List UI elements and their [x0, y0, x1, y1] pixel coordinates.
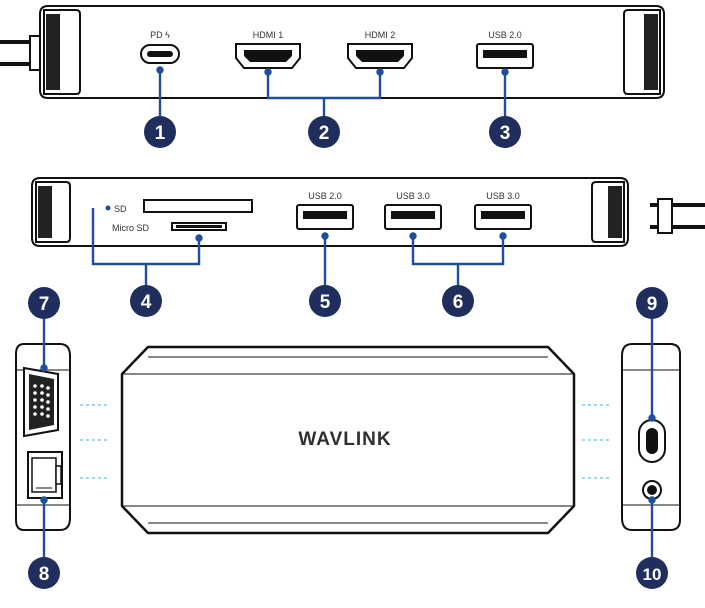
right-side-panel: [621, 318, 681, 558]
callout-10: 10: [636, 557, 668, 589]
right-leader-lines: [648, 318, 656, 558]
sd-card-slot[interactable]: [143, 199, 253, 213]
left-leader-lines: [40, 318, 48, 558]
callout-8: 8: [28, 557, 60, 589]
svg-text:1: 1: [155, 123, 166, 144]
back-panel: SD Micro SD USB 2.0 USB 3.0 USB 3.0: [31, 177, 705, 287]
callout-6: 6: [442, 285, 474, 317]
callout-9: 9: [636, 287, 668, 319]
hub-top-view: WAVLINK: [120, 345, 576, 535]
back-leader-lines: [91, 208, 507, 287]
callout-5: 5: [309, 285, 341, 317]
svg-text:4: 4: [141, 292, 152, 313]
hdmi1-port-label: HDMI 1: [253, 30, 284, 40]
usb3-a-label: USB 3.0: [396, 191, 430, 201]
right-guide-dashes: [582, 404, 612, 479]
callout-2: 2: [308, 116, 340, 148]
svg-text:5: 5: [320, 292, 331, 313]
svg-text:2: 2: [319, 123, 330, 144]
back-usb2-label: USB 2.0: [308, 191, 342, 201]
left-guide-dashes: [80, 404, 110, 479]
svg-text:9: 9: [647, 294, 658, 315]
usb-c-data-port[interactable]: [638, 419, 666, 463]
svg-text:10: 10: [643, 565, 662, 584]
svg-text:8: 8: [39, 564, 50, 585]
callout-3: 3: [489, 116, 521, 148]
callout-7: 7: [28, 287, 60, 319]
vga-port[interactable]: [23, 366, 59, 438]
left-side-panel: [15, 318, 71, 558]
usb3-b-label: USB 3.0: [486, 191, 520, 201]
callout-4: 4: [130, 285, 162, 317]
back-cable: [650, 198, 705, 234]
front-leader-lines: [156, 66, 509, 118]
ethernet-port[interactable]: [27, 451, 63, 499]
pd-port-label: PD ϟ: [150, 30, 170, 40]
hdmi2-port-label: HDMI 2: [365, 30, 396, 40]
microsd-slot-label: Micro SD: [112, 223, 150, 233]
front-panel: PD ϟ HDMI 1 HDMI 2 USB 2.0: [0, 5, 665, 118]
brand-logo: WAVLINK: [298, 429, 391, 450]
sd-slot-label: SD: [114, 204, 127, 214]
svg-text:7: 7: [39, 294, 50, 315]
front-usb-label: USB 2.0: [488, 30, 522, 40]
audio-jack[interactable]: [642, 480, 662, 500]
svg-text:3: 3: [500, 123, 511, 144]
svg-text:6: 6: [453, 292, 464, 313]
callout-1: 1: [144, 116, 176, 148]
